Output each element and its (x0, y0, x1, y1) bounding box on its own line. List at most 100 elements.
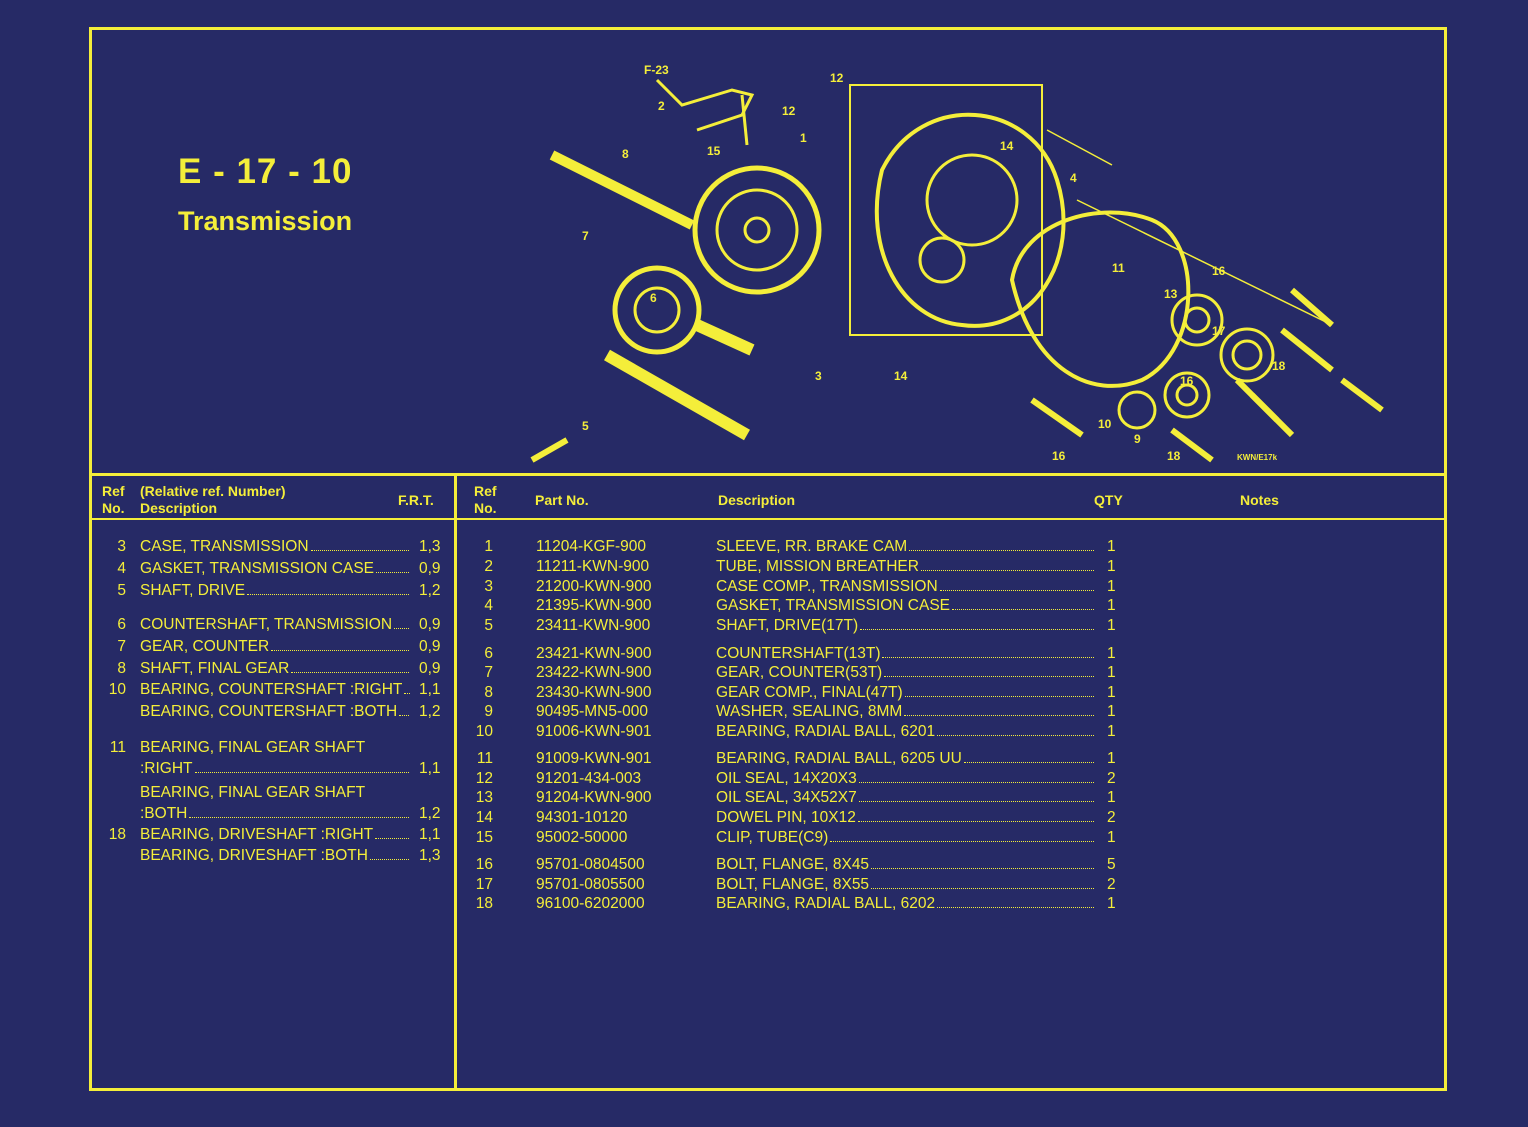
part-description: BOLT, FLANGE, 8X55 (716, 875, 1097, 895)
part-number: 95701-0804500 (536, 856, 645, 873)
dot-leader (963, 762, 1094, 763)
frt-description: CASE, TRANSMISSION (140, 537, 412, 557)
diagram-panel: E - 17 - 10 Transmission (92, 30, 1444, 476)
dot-leader (189, 817, 409, 818)
ref-number: 3 (484, 578, 493, 595)
callout-label: 1 (800, 131, 807, 145)
parts-sheet-frame: E - 17 - 10 Transmission (89, 27, 1447, 1091)
description-text: BOLT, FLANGE, 8X45 (716, 856, 870, 873)
ref-number: 9 (484, 703, 493, 720)
quantity: 2 (1107, 876, 1116, 893)
description-text: COUNTERSHAFT, TRANSMISSION (140, 616, 393, 633)
frt-description: BEARING, DRIVESHAFT :RIGHT (140, 825, 412, 845)
frt-description: SHAFT, FINAL GEAR (140, 659, 412, 679)
quantity: 2 (1107, 809, 1116, 826)
quantity: 2 (1107, 770, 1116, 787)
frt-description: :RIGHT (140, 759, 412, 779)
callout-label: 17 (987, 464, 1001, 465)
frt-description: SHAFT, DRIVE (140, 581, 412, 601)
description-text: WASHER, SEALING, 8MM (716, 703, 903, 720)
callout-label: 18 (1167, 449, 1181, 463)
callout-label: 5 (582, 419, 589, 433)
frt-value: 0,9 (419, 660, 441, 677)
part-number: 11211-KWN-900 (536, 558, 650, 575)
callout-label: 10 (1098, 417, 1112, 431)
frt-table: Ref No. (Relative ref. Number) Descripti… (92, 476, 457, 1088)
description-text: GEAR, COUNTER(53T) (716, 664, 883, 681)
dot-leader (376, 572, 409, 573)
header-description: Description (140, 500, 218, 516)
dot-leader (194, 772, 409, 773)
frt-row: BEARING, FINAL GEAR SHAFT (92, 783, 454, 803)
callout-label: 12 (830, 71, 844, 85)
callout-label: 3 (815, 369, 822, 383)
frt-row: 8 SHAFT, FINAL GEAR 0,9 (92, 659, 454, 679)
frt-description: BEARING, FINAL GEAR SHAFT (140, 738, 412, 758)
ref-number: 10 (108, 681, 126, 698)
ref-number: 6 (484, 645, 493, 662)
ref-number: 4 (484, 597, 493, 614)
description-text: CASE, TRANSMISSION (140, 538, 309, 555)
quantity: 1 (1107, 664, 1116, 681)
description-text: TUBE, MISSION BREATHER (716, 558, 919, 575)
description-text: :BOTH (140, 805, 188, 822)
frt-value: 1,2 (419, 703, 441, 720)
part-description: GASKET, TRANSMISSION CASE (716, 596, 1097, 616)
ref-number: 18 (475, 895, 493, 912)
dot-leader (858, 801, 1094, 802)
quantity: 1 (1107, 684, 1116, 701)
part-number: 91204-KWN-900 (536, 789, 652, 806)
description-text: SLEEVE, RR. BRAKE CAM (716, 538, 908, 555)
ref-number: 6 (117, 616, 126, 633)
parts-table: Ref No. Part No. Description QTY Notes 1… (457, 476, 1444, 1088)
dot-leader (291, 672, 409, 673)
part-number: 91006-KWN-901 (536, 723, 652, 740)
ref-number: 7 (117, 638, 126, 655)
frt-description: GASKET, TRANSMISSION CASE (140, 559, 412, 579)
description-text: BEARING, FINAL GEAR SHAFT (140, 739, 366, 756)
header-relative: (Relative ref. Number) (140, 483, 286, 499)
part-number: 95701-0805500 (536, 876, 645, 893)
ref-number: 8 (117, 660, 126, 677)
quantity: 1 (1107, 645, 1116, 662)
dot-leader (399, 715, 409, 716)
description-text: GASKET, TRANSMISSION CASE (140, 560, 374, 577)
callout-label: 18 (1272, 359, 1286, 373)
callout-label: 14 (894, 369, 908, 383)
parts-table-header: Ref No. Part No. Description QTY Notes (457, 476, 1444, 520)
callout-label: 16 (1087, 464, 1101, 465)
dot-leader (909, 550, 1094, 551)
part-description: TUBE, MISSION BREATHER (716, 557, 1097, 577)
dot-leader (952, 609, 1094, 610)
callout-label: 2 (658, 99, 665, 113)
frt-value: 1,3 (419, 847, 441, 864)
part-description: SLEEVE, RR. BRAKE CAM (716, 537, 1097, 557)
ref-number: 15 (475, 829, 493, 846)
section-code: E - 17 - 10 (178, 152, 353, 191)
callout-label: F-23 (644, 63, 669, 77)
dot-leader (871, 868, 1094, 869)
callout-label: 14 (1000, 139, 1014, 153)
dot-leader (247, 594, 409, 595)
part-description: BEARING, RADIAL BALL, 6201 (716, 722, 1097, 742)
figure-code: KWN/E17k (1237, 453, 1278, 462)
frt-value: 1,1 (419, 826, 441, 843)
part-description: OIL SEAL, 34X52X7 (716, 788, 1097, 808)
quantity: 1 (1107, 829, 1116, 846)
part-number: 91009-KWN-901 (536, 750, 652, 767)
dot-leader (271, 650, 409, 651)
